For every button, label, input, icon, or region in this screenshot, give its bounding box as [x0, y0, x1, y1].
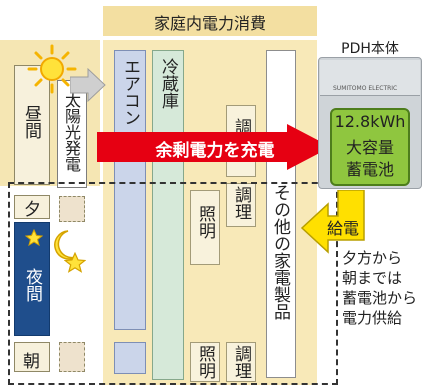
pdh-device-top-panel: [320, 60, 420, 96]
charge-arrow: [97, 124, 331, 170]
solar-night-slot-bottom: [59, 342, 85, 372]
evening-label: 夕: [24, 200, 41, 220]
solar-generation-box: [57, 80, 87, 188]
daytime-box: [14, 65, 50, 185]
evening-box: [14, 195, 50, 219]
cooking-morning-label: 調理: [231, 345, 251, 379]
supply-arrow: [300, 190, 365, 254]
lighting-morning-label: 照明: [195, 345, 215, 379]
morning-label: 朝: [23, 352, 40, 372]
device-title: PDH本体: [341, 41, 399, 57]
lighting-evening-block: [190, 190, 220, 265]
daytime-label: 昼間: [21, 105, 41, 139]
aircon-morning-block: [114, 342, 146, 374]
solar-night-slot-top: [59, 196, 85, 222]
consumption-title: 家庭内電力消費: [153, 14, 266, 33]
device-brand-label: SUMITOMO ELECTRIC: [333, 85, 398, 92]
star-icon: [64, 252, 86, 273]
note-line: 蓄電池から: [342, 289, 418, 307]
aircon-label: エアコン: [120, 58, 140, 126]
aircon-column: [114, 50, 146, 330]
other-appliances-column: [266, 50, 296, 378]
note-line: 朝までは: [342, 269, 403, 287]
star-icon: [25, 229, 43, 247]
cooking-evening-block: [226, 183, 256, 227]
battery-capacity: 12.8kWh: [334, 112, 406, 131]
lighting-morning-block: [190, 342, 220, 382]
cooking-morning-block: [226, 342, 256, 382]
lighting-evening-label: 照明: [195, 205, 215, 239]
battery-line1: 大容量: [345, 138, 394, 157]
charge-label: 余剰電力を充電: [155, 141, 275, 161]
night-period-dashed-frame: [8, 182, 338, 385]
consumption-title-banner: [103, 6, 317, 36]
fridge-label: 冷蔵庫: [158, 58, 178, 109]
cooking-evening-label: 調理: [231, 186, 251, 220]
night-label: 夜間: [22, 268, 42, 302]
supply-label: 給電: [327, 219, 360, 238]
note-line: 電力供給: [342, 309, 403, 327]
note-line: 夕方から: [342, 249, 403, 267]
sun-icon: [27, 44, 77, 94]
solar-generation-label: 太陽光発電: [62, 92, 81, 172]
night-supply-note: 夕方から 朝までは 蓄電池から 電力供給: [342, 248, 424, 328]
fridge-column: [152, 50, 184, 380]
solar-to-home-arrow-icon: [70, 68, 106, 102]
morning-box: [14, 342, 50, 372]
battery-line2: 蓄電池: [345, 160, 394, 179]
other-appliances-label: その他の家電製品: [270, 184, 290, 320]
battery-box: [330, 108, 410, 186]
